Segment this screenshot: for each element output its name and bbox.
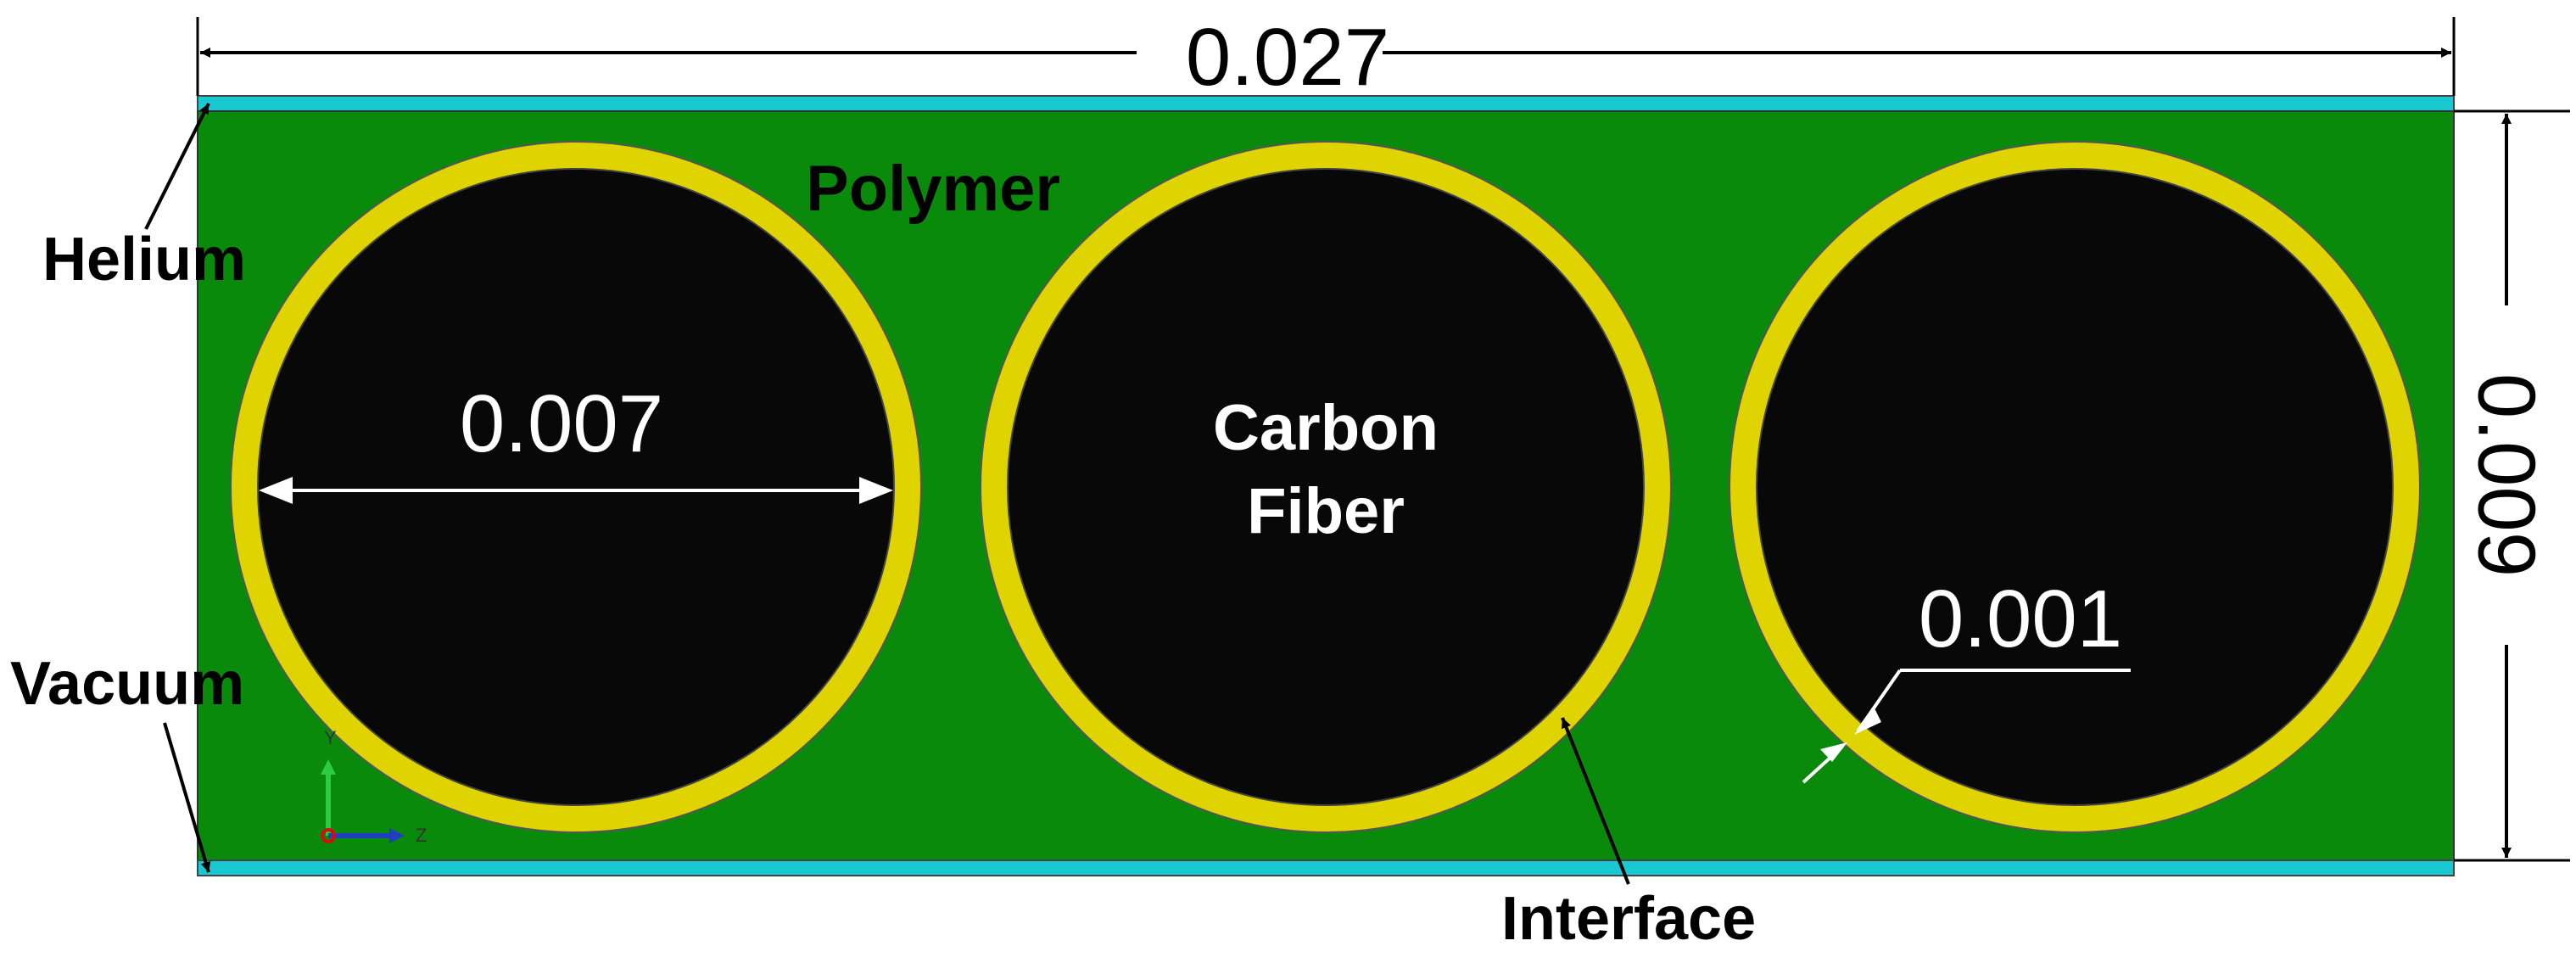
carbon-fiber-core-2: [1007, 168, 1645, 806]
helium-label: Helium: [42, 226, 246, 294]
fiber-diameter-label: 0.007: [460, 378, 663, 469]
interface-thickness-dimension: [1802, 669, 2131, 784]
overall-height-label: 0.009: [2461, 373, 2552, 577]
polymer-label: Polymer: [806, 153, 1060, 225]
vacuum-label: Vacuum: [10, 650, 244, 718]
vacuum-layer: [197, 859, 2455, 876]
carbon-fiber-core-1: [257, 168, 895, 806]
carbon-fiber-label-line2: Fiber: [1247, 475, 1405, 547]
fiber-diameter-dimension: [259, 477, 893, 504]
carbon-fiber-core-3: [1756, 168, 2394, 806]
helium-leader: [144, 103, 210, 230]
vacuum-leader: [163, 722, 211, 873]
fiber-3: [1729, 141, 2421, 833]
interface-thickness-label: 0.001: [1919, 574, 2122, 664]
triad-y-label: Y: [324, 727, 337, 748]
interface-leader: [1561, 717, 1630, 885]
coordinate-triad: Y Z: [321, 727, 427, 846]
fiber-1: [230, 141, 922, 833]
interface-label: Interface: [1501, 885, 1756, 953]
overall-width-label: 0.027: [1186, 12, 1389, 103]
triad-origin: [321, 828, 336, 843]
fiber-2: [980, 141, 1672, 833]
carbon-fiber-label-line1: Carbon: [1213, 392, 1439, 464]
triad-z-label: Z: [416, 825, 427, 846]
